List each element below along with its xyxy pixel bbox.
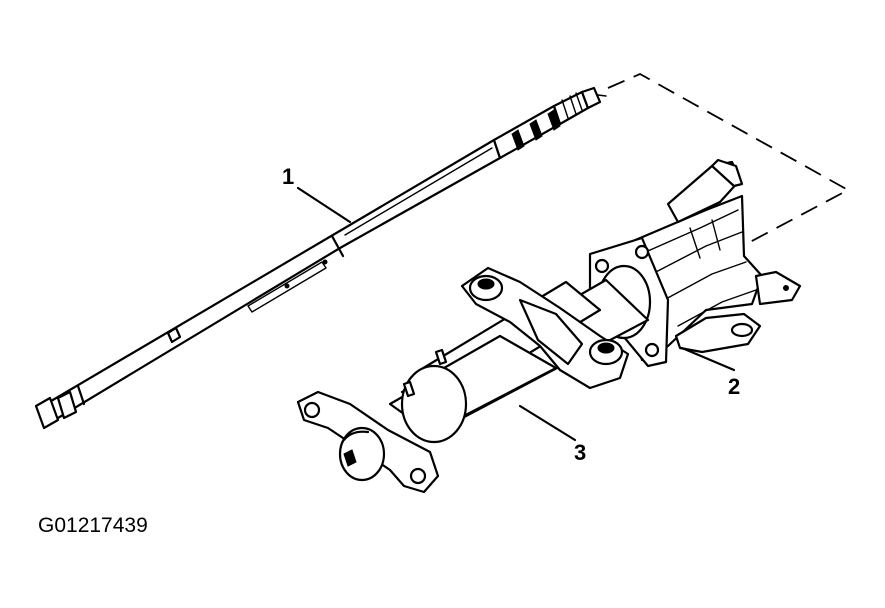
leader-line-3: [518, 404, 577, 442]
leader-line-1: [296, 186, 352, 224]
callout-2: 2: [728, 374, 740, 399]
callout-1: 1: [282, 164, 294, 189]
column-jacket: [296, 266, 650, 494]
leader-line-2: [680, 346, 736, 372]
figure-id: G01217439: [38, 514, 148, 537]
callout-3: 3: [574, 440, 586, 465]
leader-lines: [296, 186, 736, 442]
alignment-dashed-line: [607, 72, 850, 243]
steering-shaft: [34, 86, 607, 430]
